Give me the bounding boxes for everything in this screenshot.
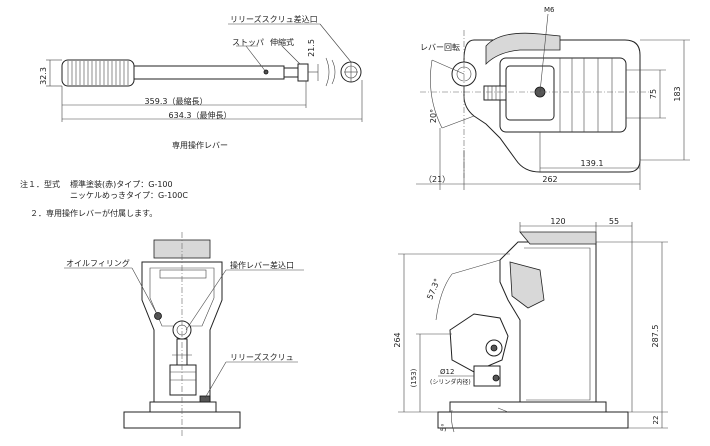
base-plate-side: [437, 411, 629, 429]
top-view: レバー回転 20° M6 75 183 139.1 （21） 262: [416, 6, 690, 190]
release-screw-top: [483, 85, 507, 101]
dim-359-3: 359.3（最縮長）: [145, 96, 208, 106]
dim-32-3: 32.3: [39, 67, 48, 85]
pump-side: [449, 313, 509, 373]
lever-inlet-label: 操作レバー差込口: [230, 260, 294, 270]
pump-top: [505, 65, 555, 121]
dim-21-5: 21.5: [307, 39, 316, 57]
release-screw-label: リリーズスクリュ: [230, 352, 294, 362]
claw-side: [519, 231, 597, 245]
dim-12: Ø12: [440, 368, 454, 376]
claw-top: [485, 32, 561, 65]
front-view: オイルフィリング 操作レバー差込口 リリーズスクリュ: [64, 232, 304, 436]
base-side: [449, 401, 607, 413]
dim-22: 22: [652, 416, 660, 425]
m6-label: M6: [544, 6, 555, 14]
lever-outer-tube: [133, 65, 285, 80]
dim-139-1: 139.1: [581, 159, 604, 168]
dim-75: 75: [649, 89, 658, 99]
cylinder-inner-label: (シリンダ内径): [430, 378, 471, 386]
dim-21: （21）: [424, 175, 450, 184]
lever-rotation-label: レバー回転: [420, 43, 460, 52]
notes: 注１．型式 標準塗装(赤)タイプ：G-100 ニッケルめっきタイプ：G-100C…: [20, 179, 188, 218]
stopper-label: ストッパ: [232, 38, 264, 47]
angle-arc-5: [451, 409, 455, 433]
dim-120: 120: [550, 217, 565, 226]
break-mark: [325, 57, 330, 87]
dim-55: 55: [609, 217, 619, 226]
angle-20: 20°: [429, 109, 438, 123]
dim-262: 262: [542, 175, 557, 184]
rotation-arc: [430, 59, 443, 129]
oil-filling-label: オイルフィリング: [66, 258, 130, 268]
dim-287-5: 287.5: [651, 325, 660, 348]
grip-knurl: [67, 61, 129, 85]
angle-5: 5°: [439, 423, 448, 432]
note-1-nickel: ニッケルめっきタイプ：G-100C: [70, 191, 188, 200]
note-1-prefix: 注１．型式: [20, 179, 60, 189]
base-front: [149, 401, 217, 413]
release-screw-inlet-label: リリーズスクリュ差込口: [230, 14, 318, 24]
angle-arc-57: [435, 273, 453, 321]
note-1-standard: 標準塗装(赤)タイプ：G-100: [70, 179, 173, 189]
note-2: ２．専用操作レバーが付属します。: [30, 208, 157, 218]
dim-183: 183: [673, 86, 682, 101]
lever-view: 32.3 21.5 359.3（最縮長） 634.3（最伸長） ストッパ 伸縮式…: [39, 14, 363, 150]
angle-57-3: 57.3°: [425, 277, 442, 301]
toe-side: [509, 261, 545, 309]
dim-634-3: 634.3（最伸長）: [169, 110, 232, 120]
side-view: 120 55 57.3° 264 (153) Ø12 (シリンダ内径) 5° 2…: [393, 217, 668, 432]
lever-grip: [61, 59, 135, 87]
lever-tip: [297, 63, 309, 82]
dim-153: (153): [410, 368, 418, 387]
dim-264: 264: [393, 332, 402, 347]
telescopic-label: 伸縮式: [270, 37, 294, 47]
lever-caption: 専用操作レバー: [172, 140, 228, 150]
